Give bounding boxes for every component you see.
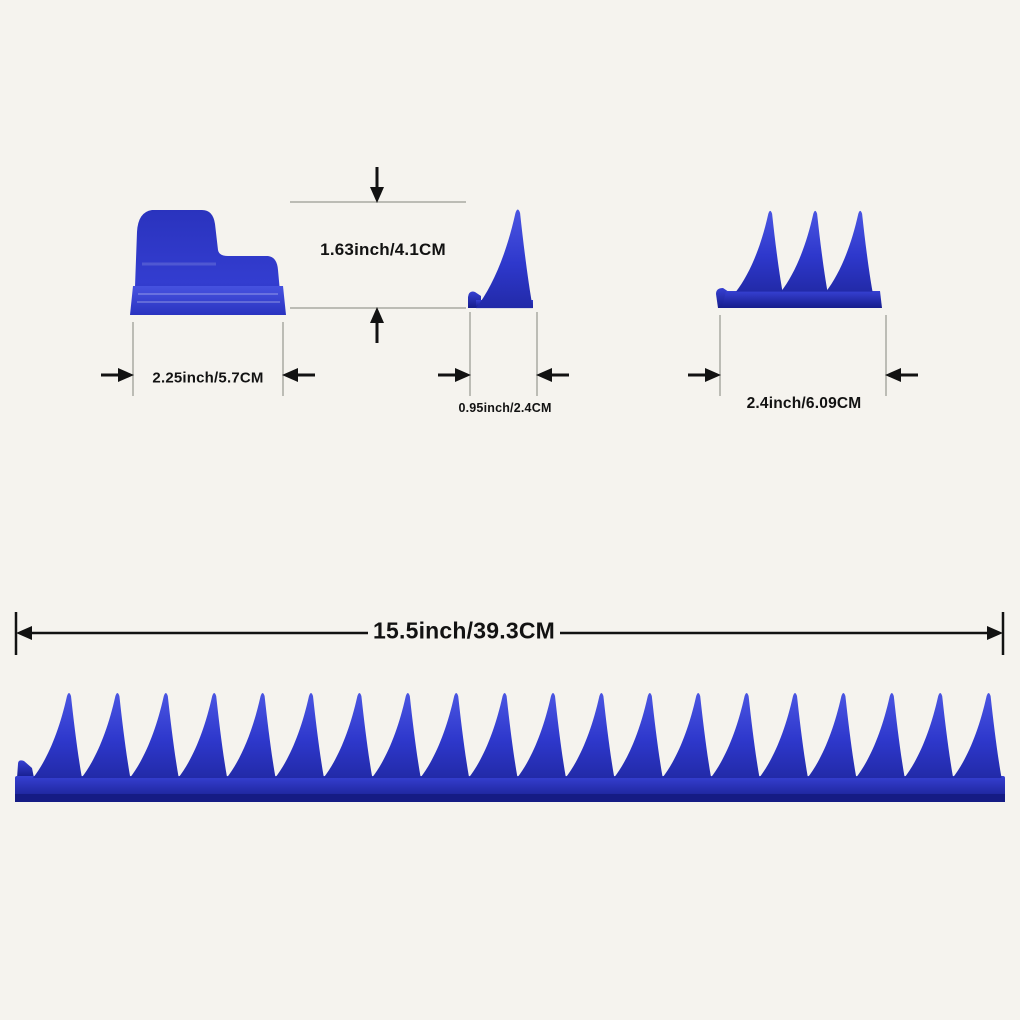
right-arrow-icon (118, 368, 134, 382)
right-arrow-icon (705, 368, 721, 382)
rail-tooth (855, 693, 905, 778)
right-arrow-icon (455, 368, 471, 382)
triple-tooth (736, 210, 783, 292)
rail-tooth (226, 693, 276, 778)
triple-base-bar (722, 291, 882, 308)
rail-tooth (904, 693, 954, 778)
endcap-base-band (130, 286, 286, 315)
rail-tooth (129, 693, 179, 778)
left-arrow-icon (885, 368, 901, 382)
right-arrow-icon (987, 626, 1003, 640)
rail-length-label: 15.5inch/39.3CM (373, 617, 555, 644)
height-dimension-label: 1.63inch/4.1CM (320, 240, 446, 259)
single-tooth-width-dimension (438, 312, 569, 396)
rail-tooth (517, 693, 566, 778)
rail-tooth (662, 693, 712, 778)
endcap-highlight-lines (137, 293, 280, 303)
rail-tooth (323, 693, 373, 778)
triple-tooth (781, 210, 828, 292)
left-arrow-icon (16, 626, 32, 640)
rail-bottom-strip (15, 794, 1005, 802)
rail-tooth (468, 693, 518, 778)
endcap-width-label: 2.25inch/5.7CM (152, 369, 264, 387)
up-arrow-icon (370, 307, 384, 323)
single-tooth-shape (468, 209, 533, 309)
rail-tooth (33, 693, 82, 778)
rail-tooth (759, 693, 808, 778)
rail-tooth (420, 693, 470, 778)
left-arrow-icon (282, 368, 298, 382)
rail-teeth-group (33, 693, 1002, 778)
left-arrow-icon (536, 368, 552, 382)
rail-left-lip (17, 760, 34, 778)
rail-tooth (710, 693, 760, 778)
single-tooth-width-label: 0.95inch/2.4CM (458, 401, 552, 415)
rail-tooth (275, 693, 324, 778)
triple-tooth (826, 210, 873, 292)
triple-teeth-group (736, 210, 873, 292)
down-arrow-icon (370, 187, 384, 203)
triple-width-dimension (688, 315, 918, 396)
triple-tooth-shape (716, 210, 882, 308)
triple-tooth-width-label: 2.4inch/6.09CM (746, 395, 862, 412)
rail-tooth (952, 693, 1002, 778)
rail-tooth (565, 693, 615, 778)
rail-tooth (81, 693, 131, 778)
rail-tooth (807, 693, 857, 778)
endcap-profile-shape (130, 210, 286, 315)
rail-shape (15, 693, 1005, 802)
rail-tooth (613, 693, 663, 778)
single-tooth-spike (476, 209, 533, 309)
rail-tooth (371, 693, 421, 778)
rail-tooth (178, 693, 228, 778)
